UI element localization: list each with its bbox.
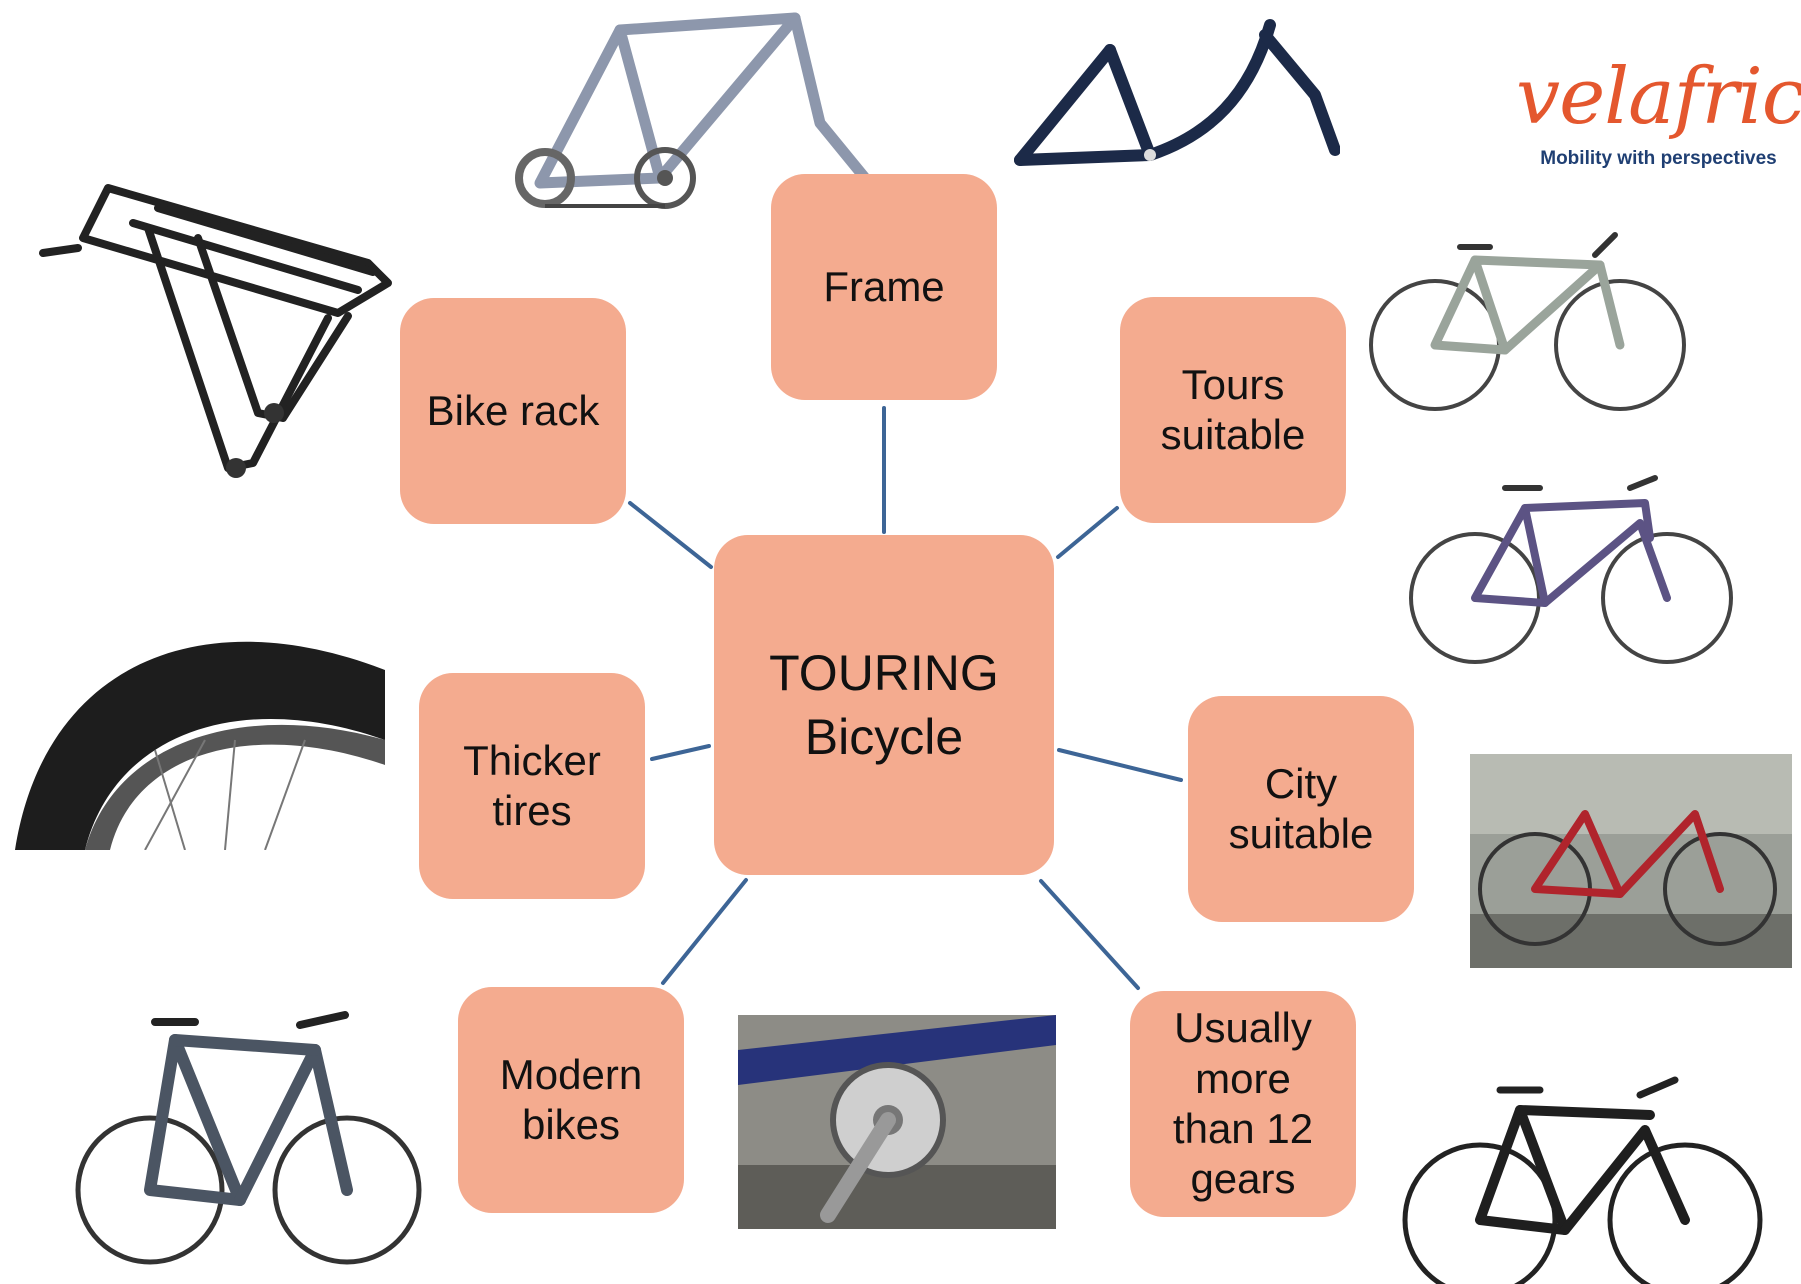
node-gears-label: Usually more than 12 gears xyxy=(1172,1004,1314,1203)
velafrica-logo: velafrica Mobility with perspectives xyxy=(1516,58,1801,170)
node-frame-label: Frame xyxy=(823,262,945,310)
connector-gears xyxy=(1039,879,1140,990)
node-modern-bikes: Modern bikes xyxy=(458,987,684,1213)
logo-tagline: Mobility with perspectives xyxy=(1540,148,1777,169)
tire-photo xyxy=(5,590,385,850)
node-city-suitable-label: City suitable xyxy=(1228,759,1374,857)
node-bike-rack: Bike rack xyxy=(400,298,626,524)
node-thicker-tires-label: Thicker tires xyxy=(463,736,601,834)
node-tours-suitable: Tours suitable xyxy=(1120,297,1346,523)
node-tours-suitable-label: Tours suitable xyxy=(1160,360,1306,458)
black-touring-bike-photo xyxy=(1402,1076,1763,1284)
node-modern-bikes-label: Modern bikes xyxy=(499,1050,643,1148)
bike-rack-photo xyxy=(39,184,392,478)
chainring-closeup-photo xyxy=(738,1015,1056,1229)
connector-modern-bikes xyxy=(661,878,748,985)
connector-tours-suitable xyxy=(1056,506,1119,559)
connector-thicker-tires xyxy=(650,744,711,761)
node-city-suitable: City suitable xyxy=(1188,696,1414,922)
center-label: TOURING Bicycle xyxy=(769,645,999,765)
logo-wordmark: velafrica xyxy=(1516,52,1801,142)
node-touring-bicycle: TOURING Bicycle xyxy=(714,535,1054,875)
connector-bike-rack xyxy=(628,501,713,569)
node-thicker-tires: Thicker tires xyxy=(419,673,645,899)
node-gears: Usually more than 12 gears xyxy=(1130,991,1356,1217)
bicycle-frame-photo xyxy=(515,12,871,209)
modern-bike-photo xyxy=(75,1011,422,1265)
node-frame: Frame xyxy=(771,174,997,400)
connector-city-suitable xyxy=(1057,748,1183,782)
node-bike-rack-label: Bike rack xyxy=(426,386,600,434)
ladies-frame-photo xyxy=(1014,19,1340,166)
touring-bike-photo-1 xyxy=(1369,232,1686,411)
red-city-bike-photo xyxy=(1470,754,1792,968)
touring-bike-photo-2 xyxy=(1409,475,1733,664)
